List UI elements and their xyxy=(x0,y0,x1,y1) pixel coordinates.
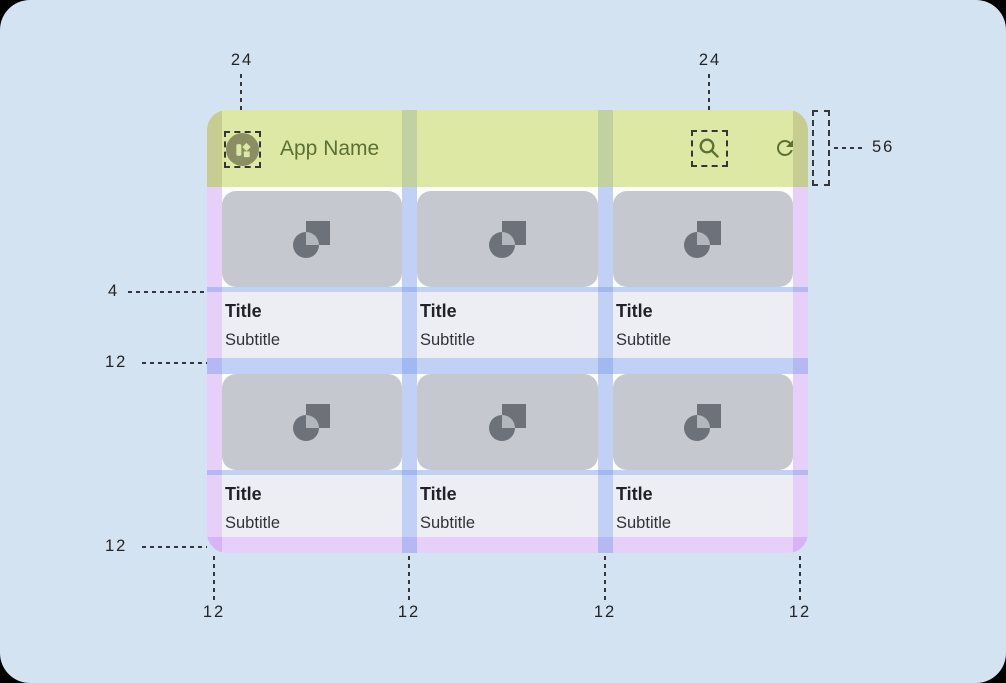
shapes-placeholder-icon xyxy=(488,404,526,441)
right-margin-overlay xyxy=(793,187,808,553)
dim-label-left-margin: 12 xyxy=(202,603,226,621)
dim-label-bottom-margin: 12 xyxy=(105,537,128,555)
shapes-placeholder-icon xyxy=(293,404,330,441)
search-icon xyxy=(699,138,719,158)
card-subtitle: Subtitle xyxy=(225,514,281,532)
app-logo-icon xyxy=(235,142,251,157)
measure-box-action-icon xyxy=(691,130,728,167)
card-text-block: Title Subtitle xyxy=(417,292,598,358)
shapes-placeholder-icon xyxy=(684,404,721,441)
shapes-placeholder-icon xyxy=(488,221,526,258)
refresh-icon xyxy=(777,140,793,156)
dim-line-bottom-margin xyxy=(142,546,207,548)
card[interactable]: Title Subtitle xyxy=(613,191,793,358)
dim-line-nav-icon xyxy=(240,74,242,127)
search-button[interactable] xyxy=(697,136,721,160)
card-subtitle: Subtitle xyxy=(225,331,281,349)
card-subtitle: Subtitle xyxy=(420,331,476,349)
app-logo-button[interactable] xyxy=(226,133,259,166)
dim-line-gutter-2 xyxy=(604,556,606,600)
shapes-placeholder-icon xyxy=(293,221,330,258)
gutter-overlay-2 xyxy=(598,187,613,553)
card-text-block: Title Subtitle xyxy=(417,475,598,537)
dim-line-right-margin xyxy=(799,556,801,600)
card-image xyxy=(222,191,402,287)
card-subtitle: Subtitle xyxy=(616,514,672,532)
card-title: Title xyxy=(225,301,262,321)
card-text-block: Title Subtitle xyxy=(613,475,793,537)
dim-line-gutter-1 xyxy=(408,556,410,600)
dim-label-gutter-1: 12 xyxy=(397,603,421,621)
dim-line-image-text-gap xyxy=(128,291,207,293)
dim-label-gutter-2: 12 xyxy=(593,603,617,621)
dim-label-nav-icon: 24 xyxy=(230,51,254,69)
app-title: App Name xyxy=(280,137,380,160)
app-bar-gutter-overlay-2 xyxy=(598,110,613,187)
row-spacing-band xyxy=(207,358,808,374)
app-bar-gutter-overlay-1 xyxy=(402,110,417,187)
app-bar: App Name xyxy=(207,110,808,187)
card-subtitle: Subtitle xyxy=(420,514,476,532)
refresh-button[interactable] xyxy=(773,136,797,160)
card-text-block: Title Subtitle xyxy=(613,292,793,358)
card-image xyxy=(222,374,402,470)
gutter-overlay-1 xyxy=(402,187,417,553)
dim-label-row-spacing: 12 xyxy=(105,353,128,371)
card[interactable]: Title Subtitle xyxy=(222,374,402,537)
shapes-placeholder-icon xyxy=(684,221,721,258)
app-bar-left-margin-overlay xyxy=(207,110,222,187)
card[interactable]: Title Subtitle xyxy=(417,191,598,358)
app-layout-mock: Title Subtitle Title Subtitle Title Subt… xyxy=(207,110,808,553)
card[interactable]: Title Subtitle xyxy=(613,374,793,537)
card-image xyxy=(613,374,793,470)
dim-label-action-icon: 24 xyxy=(698,51,722,69)
measure-box-nav-icon xyxy=(224,131,261,168)
card-image xyxy=(417,191,598,287)
card[interactable]: Title Subtitle xyxy=(417,374,598,537)
card-subtitle: Subtitle xyxy=(616,331,672,349)
dim-line-left-margin xyxy=(213,556,215,600)
dim-label-right-margin: 12 xyxy=(788,603,812,621)
dim-line-row-spacing xyxy=(142,362,207,364)
card-title: Title xyxy=(420,301,457,321)
card-title: Title xyxy=(225,484,262,504)
card-title: Title xyxy=(420,484,457,504)
dim-line-app-bar-height xyxy=(834,147,866,149)
card-text-block: Title Subtitle xyxy=(222,475,402,537)
card[interactable]: Title Subtitle xyxy=(222,191,402,358)
card-text-block: Title Subtitle xyxy=(222,292,402,358)
bottom-margin-band xyxy=(207,537,808,553)
dim-label-image-text-gap: 4 xyxy=(108,282,120,300)
measure-box-app-bar-height xyxy=(812,110,830,186)
left-margin-overlay xyxy=(207,187,222,553)
dim-label-app-bar-height: 56 xyxy=(872,138,895,156)
card-image xyxy=(417,374,598,470)
card-title: Title xyxy=(616,301,653,321)
dim-line-action-icon xyxy=(708,74,710,126)
card-title: Title xyxy=(616,484,653,504)
card-image xyxy=(613,191,793,287)
app-bar-right-margin-overlay xyxy=(793,110,808,187)
